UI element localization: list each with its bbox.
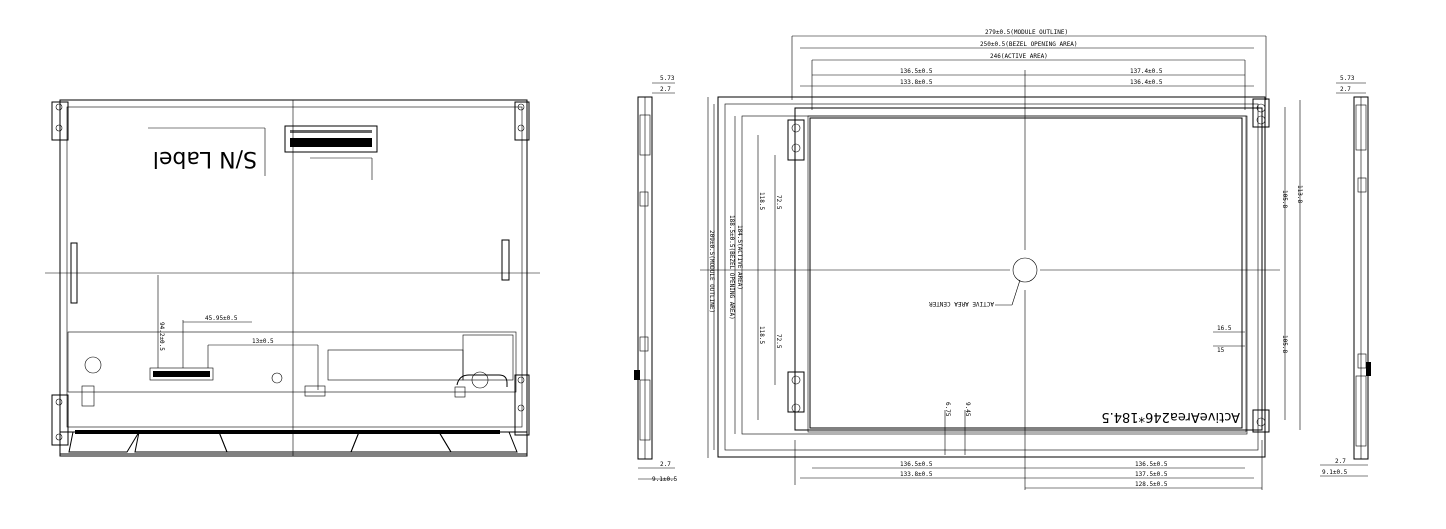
slot-right — [501, 239, 510, 281]
hole — [55, 103, 63, 111]
svg-text:94.2±0.5: 94.2±0.5 — [158, 322, 165, 351]
bezel — [794, 107, 1263, 431]
module-outline — [717, 96, 1266, 458]
svg-text:5.73: 5.73 — [660, 75, 675, 82]
bottom-bezel — [68, 430, 518, 453]
tab-bottom-left — [51, 394, 69, 446]
bezel-opening — [741, 115, 1248, 435]
svg-text:15: 15 — [1217, 347, 1225, 354]
svg-text:133.8±0.5: 133.8±0.5 — [900, 79, 933, 86]
svg-text:137.5±0.5: 137.5±0.5 — [1135, 471, 1168, 478]
svg-text:118.5: 118.5 — [758, 326, 765, 344]
left-side-view: 5.73 2.7 2.7 9.1±0.5 — [634, 75, 678, 483]
active-area-center — [1012, 257, 1038, 283]
back-outline — [59, 99, 528, 457]
svg-text:250±0.5(BEZEL OPENING AREA): 250±0.5(BEZEL OPENING AREA) — [980, 41, 1078, 48]
right-side-view: 5.73 2.7 2.7 9.1±0.5 — [1320, 75, 1371, 477]
sn-label-text: S/N Label — [153, 146, 257, 171]
component-block — [327, 349, 464, 381]
svg-text:128.5±0.5: 128.5±0.5 — [1135, 481, 1168, 488]
svg-text:72.5: 72.5 — [775, 195, 782, 210]
svg-text:ACTIVE AREA CENTER: ACTIVE AREA CENTER — [929, 300, 994, 307]
tab-top-right — [514, 101, 530, 141]
slot-left — [70, 242, 78, 304]
svg-text:188.5±0.5(BEZEL OPENING AREA): 188.5±0.5(BEZEL OPENING AREA) — [728, 215, 735, 320]
svg-text:136.5±0.5: 136.5±0.5 — [900, 68, 933, 75]
svg-text:133.8±0.5: 133.8±0.5 — [900, 471, 933, 478]
back-panel — [66, 106, 523, 428]
active-area-text: ActiveArea246*184.5 — [1101, 409, 1240, 424]
hole — [55, 398, 63, 406]
pcb-area — [67, 331, 517, 393]
connector — [149, 367, 214, 381]
svg-text:136.5±0.5: 136.5±0.5 — [1135, 461, 1168, 468]
hole — [517, 103, 525, 111]
svg-text:118.5: 118.5 — [758, 192, 765, 210]
svg-text:45.95±0.5: 45.95±0.5 — [205, 315, 238, 322]
hole — [55, 433, 63, 441]
svg-text:2.7: 2.7 — [1335, 458, 1346, 465]
component-block-2 — [462, 334, 514, 381]
tab-bottom-right — [514, 374, 530, 436]
svg-text:9.45: 9.45 — [964, 402, 971, 417]
svg-text:113.8: 113.8 — [1296, 185, 1303, 203]
svg-text:2.7: 2.7 — [1340, 86, 1351, 93]
tab-top-left — [51, 101, 69, 141]
svg-text:136.4±0.5: 136.4±0.5 — [1130, 79, 1163, 86]
hole — [517, 376, 525, 384]
barcode — [290, 130, 372, 147]
svg-text:246(ACTIVE AREA): 246(ACTIVE AREA) — [990, 53, 1048, 60]
svg-text:105.8: 105.8 — [1281, 335, 1288, 353]
hole — [517, 124, 525, 132]
barcode-sticker — [284, 125, 378, 153]
svg-text:2.7: 2.7 — [660, 86, 671, 93]
front-view: ACTIVE AREA CENTER ActiveArea246*184.5 6… — [700, 29, 1303, 490]
svg-text:279±0.5(MODULE OUTLINE): 279±0.5(MODULE OUTLINE) — [985, 29, 1068, 36]
svg-text:136.5±0.5: 136.5±0.5 — [900, 461, 933, 468]
hole — [517, 404, 525, 412]
svg-text:5.73: 5.73 — [1340, 75, 1355, 82]
back-view: S/N Label 94.2±0.5 45.95±0.5 13±0. — [45, 99, 540, 457]
svg-text:209±0.5(MODULE OUTLINE): 209±0.5(MODULE OUTLINE) — [708, 230, 715, 313]
svg-text:9.1±0.5: 9.1±0.5 — [652, 476, 678, 483]
svg-text:16.5: 16.5 — [1217, 325, 1232, 332]
svg-text:184.5(ACTIVE AREA): 184.5(ACTIVE AREA) — [736, 225, 743, 290]
svg-text:13±0.5: 13±0.5 — [252, 338, 274, 345]
svg-text:6.75: 6.75 — [944, 402, 951, 417]
back-bottom-rail — [59, 431, 528, 455]
svg-text:137.4±0.5: 137.4±0.5 — [1130, 68, 1163, 75]
hole — [55, 124, 63, 132]
svg-text:105.8: 105.8 — [1281, 190, 1288, 208]
svg-text:9.1±0.5: 9.1±0.5 — [1322, 469, 1348, 476]
active-area — [807, 115, 1247, 433]
svg-text:72.5: 72.5 — [775, 334, 782, 349]
svg-text:2.7: 2.7 — [660, 461, 671, 468]
